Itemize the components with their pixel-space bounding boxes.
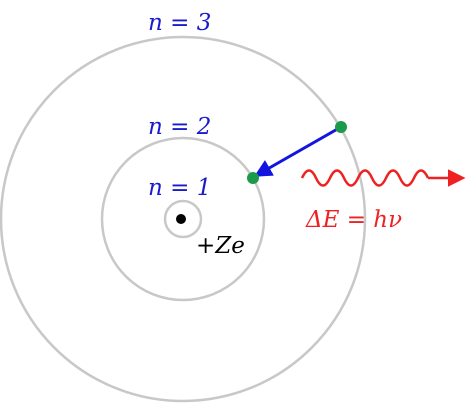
energy-equation-label: ΔE = hν (305, 207, 402, 233)
orbit-n2 (100, 136, 266, 302)
photon-wave (300, 169, 430, 187)
label-n2: n = 2 (148, 114, 211, 140)
orbit-n3 (0, 35, 367, 403)
transition-arrow (253, 125, 342, 177)
label-n1: n = 1 (148, 175, 211, 201)
label-n3: n = 3 (148, 10, 211, 36)
nucleus-dot (176, 214, 186, 224)
electron-n2 (247, 172, 259, 184)
nucleus-charge-label: +Ze (196, 233, 245, 259)
orbit-n1 (163, 199, 203, 239)
electron-n3 (335, 121, 347, 133)
